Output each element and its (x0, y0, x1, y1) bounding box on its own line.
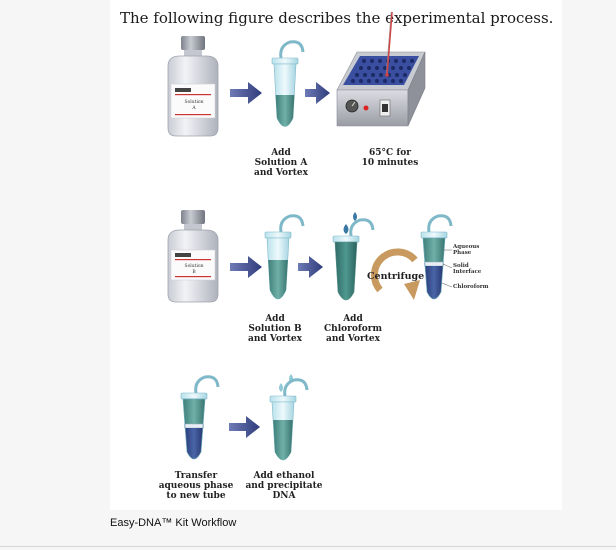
svg-text:B: B (192, 269, 196, 275)
flow-arrow (230, 82, 262, 104)
phase-label-interface: Solid Interface (453, 263, 482, 275)
svg-text:A: A (191, 105, 196, 111)
figure-title: The following figure describes the exper… (120, 9, 554, 27)
phase-label-aqueous: Aqueous Phase (453, 244, 480, 256)
flow-arrow (298, 256, 323, 278)
flow-arrow (229, 416, 260, 438)
divider (0, 546, 616, 547)
svg-text:Solution: Solution (185, 99, 204, 105)
figure-caption: Easy-DNA™ Kit Workflow (110, 517, 237, 529)
tube-transfer (180, 375, 220, 460)
step-label-add-chloroform: Add Chloroform and Vortex (323, 314, 382, 344)
step-label-add-solution-b: Add Solution B and Vortex (248, 314, 302, 344)
solution-a-bottle: Solution A (167, 36, 219, 137)
centrifuge-arrow (370, 248, 420, 300)
svg-text:Solution: Solution (185, 263, 204, 269)
heat-block (336, 11, 426, 127)
tube-chloroform (332, 212, 375, 301)
tube-ethanol (269, 374, 309, 461)
centrifuge-label: Centrifuge (367, 271, 425, 282)
phase-label-chloroform: Chloroform (453, 284, 489, 290)
solution-b-bottle: Solution B (167, 210, 219, 303)
step-label-add-solution-a: Add Solution A and Vortex (254, 148, 308, 178)
step-label-incubate: 65°C for 10 minutes (361, 148, 419, 168)
tube-phases (420, 214, 453, 300)
tube-solution-b (264, 214, 305, 300)
step-label-add-ethanol: Add ethanol and precipitate DNA (245, 471, 323, 501)
flow-arrow (230, 256, 262, 278)
flow-arrow (305, 82, 330, 104)
tube-solution-a (271, 40, 305, 127)
step-label-transfer: Transfer aqueous phase to new tube (158, 471, 234, 501)
